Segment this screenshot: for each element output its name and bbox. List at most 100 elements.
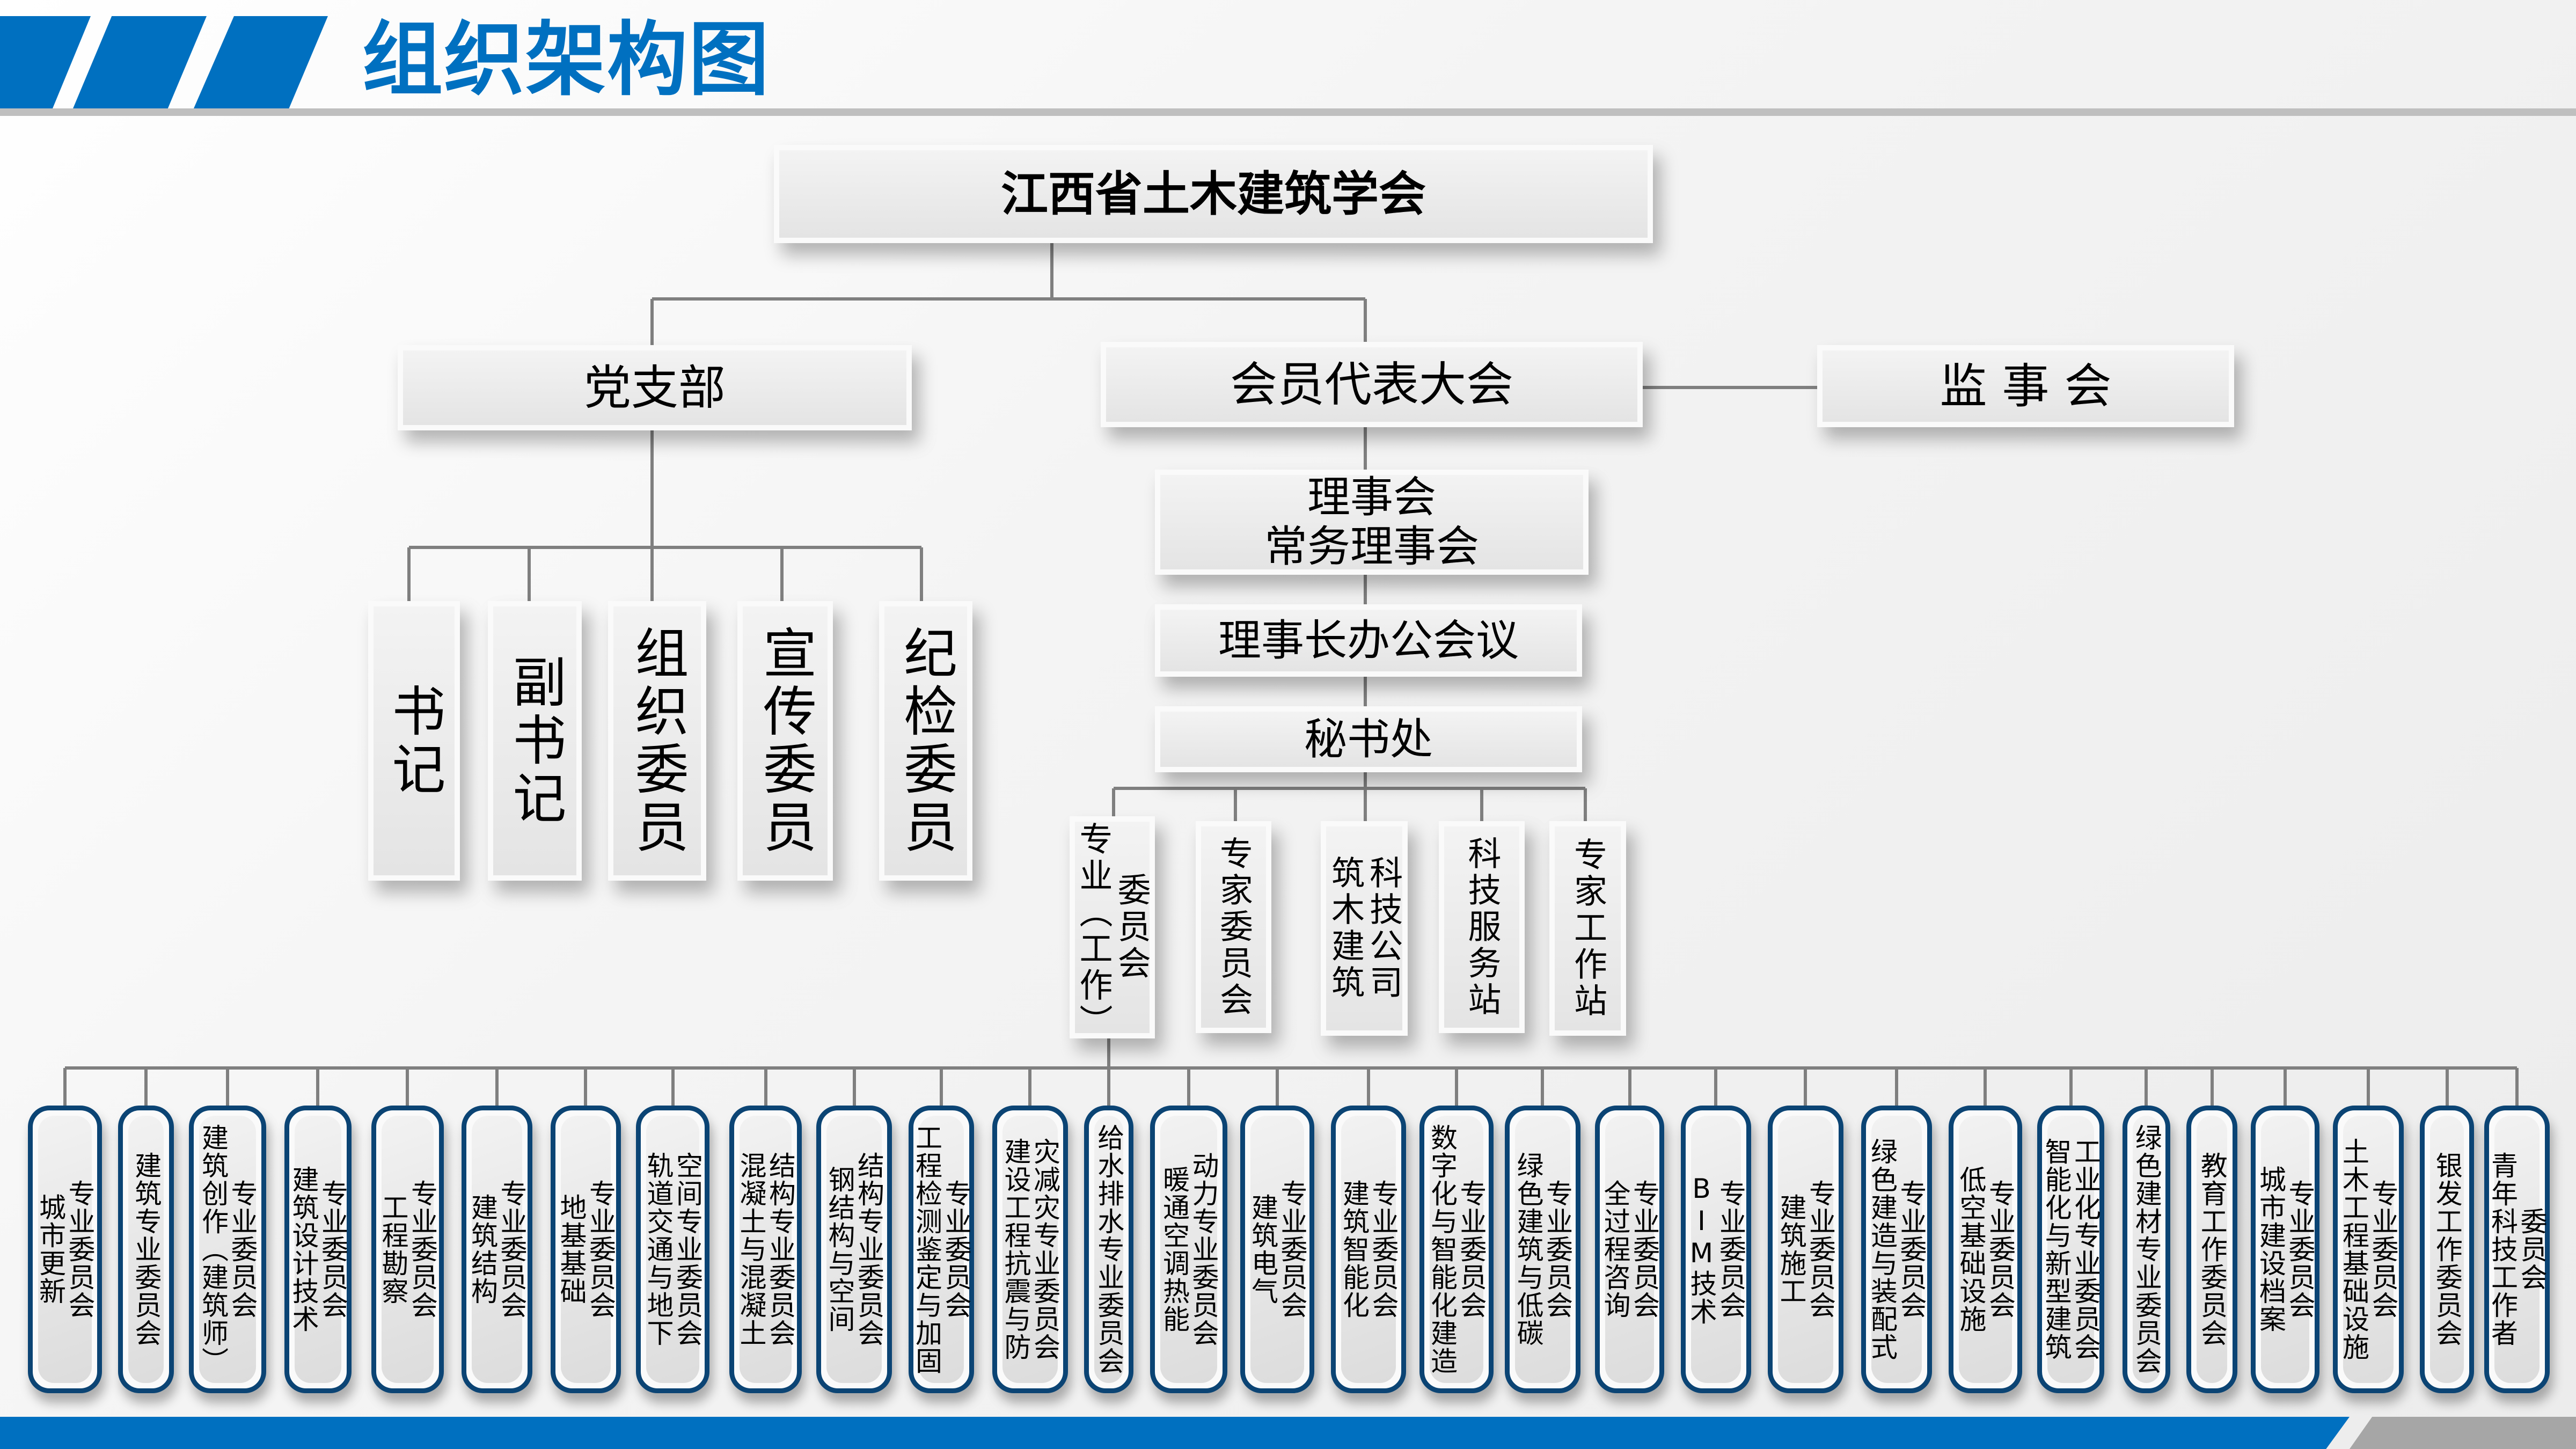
connector-line (65, 1066, 2517, 1070)
label-column: 专家工作站 (1568, 837, 1608, 1020)
party-member-label: 纪检委员 (894, 625, 957, 857)
label-column: 专业委员会 (1985, 1180, 2016, 1319)
connector-line (920, 547, 923, 601)
committee-box[interactable]: 专业委员会土木工程基础设施 (2333, 1106, 2404, 1393)
committee-box[interactable]: 专业委员会城市更新 (28, 1106, 102, 1393)
label-column: 专业委员会 (407, 1180, 438, 1319)
committee-label-area: 给水排水专业委员会 (1093, 1116, 1125, 1383)
connector-line (780, 547, 784, 601)
committee-box[interactable]: 结构专业委员会混凝土与混凝土 (729, 1106, 802, 1393)
committee-box[interactable]: 专业委员会建筑施工 (1768, 1106, 1843, 1393)
president-meeting-box[interactable]: 理事长办公会议 (1155, 604, 1582, 677)
header-stripe (0, 16, 91, 108)
committee-box[interactable]: 专业委员会工程检测鉴定与加固 (909, 1106, 974, 1393)
committee-box[interactable]: 专业委员会城市建设档案 (2251, 1106, 2319, 1393)
committee-box[interactable]: 绿色建材专业委员会 (2123, 1106, 2170, 1393)
org-root-label: 江西省土木建筑学会 (1000, 166, 1426, 222)
committee-label-area: 专业委员会城市更新 (35, 1116, 96, 1383)
label-column: 专业委员会 (1896, 1180, 1927, 1319)
label-column: 委员会 (1111, 873, 1151, 982)
committee-box[interactable]: 结构专业委员会钢结构与空间 (816, 1106, 892, 1393)
label-column: 建筑施工 (1775, 1194, 1807, 1305)
supervisory-board-box[interactable]: 监 事 会 (1817, 345, 2234, 427)
label-column: 城市建设档案 (2255, 1166, 2286, 1333)
label-column: 建筑创作（建筑师） (197, 1124, 229, 1375)
party-member-box[interactable]: 书记 (368, 601, 460, 881)
connector-line (1480, 788, 1483, 821)
committee-box[interactable]: 专业委员会建筑设计技术 (284, 1106, 352, 1393)
committee-box[interactable]: 专业委员会绿色建筑与低碳 (1505, 1106, 1580, 1393)
secretariat-unit-box[interactable]: 委员会专业（工作） (1070, 816, 1155, 1041)
committee-box[interactable]: 教育工作委员会 (2186, 1106, 2237, 1393)
label-column: 暖通空调热能 (1159, 1166, 1190, 1333)
committee-box[interactable]: 专业委员会建筑结构 (462, 1106, 532, 1393)
connector-line (2284, 1068, 2287, 1107)
label-column: 钢结构与空间 (824, 1166, 855, 1333)
label-column: 建筑结构 (467, 1194, 498, 1305)
secretariat-unit-box[interactable]: 科技公司筑木建筑 (1321, 821, 1408, 1036)
party-member-box[interactable]: 纪检委员 (879, 601, 972, 881)
committee-box[interactable]: 委员会青年科技工作者 (2484, 1106, 2550, 1393)
secretariat-box[interactable]: 秘书处 (1155, 706, 1582, 772)
member-congress-label: 会员代表大会 (1230, 356, 1513, 412)
connector-line (2069, 1068, 2073, 1107)
committee-box[interactable]: 专业委员会建筑创作（建筑师） (189, 1106, 266, 1393)
label-column: 灾减灾专业委员会 (1029, 1138, 1060, 1361)
label-column: 工程检测鉴定与加固 (911, 1124, 942, 1375)
connector-line (495, 1068, 499, 1107)
connector-line (144, 1068, 148, 1107)
label-column: 全过程咨询 (1599, 1180, 1631, 1319)
connector-line (1107, 1068, 1110, 1107)
committee-box[interactable]: 专业委员会绿色建造与装配式 (1861, 1106, 1932, 1393)
secretariat-unit-box[interactable]: 科技服务站 (1439, 821, 1525, 1033)
label-column: 动力专业委员会 (1188, 1152, 1219, 1347)
label-column: 建筑智能化 (1338, 1180, 1370, 1319)
label-column: 专业（工作） (1073, 822, 1113, 1041)
label-column: 银发工作委员会 (2431, 1152, 2463, 1347)
committee-box[interactable]: 专业委员会工程勘察 (371, 1106, 444, 1393)
committee-label-area: 专业委员会全过程咨询 (1600, 1116, 1660, 1383)
committee-box[interactable]: 建筑专业委员会 (118, 1106, 174, 1393)
label-column: 青年科技工作者 (2487, 1152, 2518, 1347)
connector-line (1541, 1068, 1544, 1107)
committee-box[interactable]: 空间专业委员会轨道交通与地下 (636, 1106, 709, 1393)
label-column: 城市更新 (35, 1194, 66, 1305)
committee-box[interactable]: 专业委员会全过程咨询 (1595, 1106, 1664, 1393)
label-column: 专业委员会 (496, 1180, 528, 1319)
footer-bar-gray (2350, 1417, 2576, 1449)
label-column: 专业委员会 (317, 1180, 348, 1319)
party-branch-box[interactable]: 党支部 (398, 345, 912, 430)
committee-box[interactable]: 专业委员会建筑电气 (1240, 1106, 1314, 1393)
committee-box[interactable]: 给水排水专业委员会 (1084, 1106, 1133, 1393)
connector-line (1107, 1038, 1110, 1068)
committee-box[interactable]: 专业委员会数字化与智能化建造 (1419, 1106, 1494, 1393)
party-member-box[interactable]: 组织委员 (608, 601, 706, 881)
committee-box[interactable]: 专业委员会地基基础 (551, 1106, 621, 1393)
member-congress-box[interactable]: 会员代表大会 (1101, 342, 1643, 427)
council-box[interactable]: 理事会 常务理事会 (1155, 470, 1589, 575)
label-column: 绿色建材专业委员会 (2131, 1124, 2162, 1375)
committee-label-area: 灾减灾专业委员会建设工程抗震与防 (1000, 1116, 1060, 1383)
secretariat-unit-box[interactable]: 专家工作站 (1549, 821, 1626, 1036)
committee-box[interactable]: 专业委员会建筑智能化 (1331, 1106, 1406, 1393)
connector-line (1367, 1068, 1370, 1107)
committee-box[interactable]: 工业化专业委员会智能化与新型建筑 (2037, 1106, 2104, 1393)
committee-box[interactable]: 银发工作委员会 (2420, 1106, 2474, 1393)
party-member-box[interactable]: 副书记 (488, 601, 582, 881)
committee-label-area: 专业委员会建筑创作（建筑师） (197, 1116, 258, 1383)
label-column: 给水排水专业委员会 (1093, 1124, 1125, 1375)
header-stripe (194, 16, 328, 108)
org-root-box[interactable]: 江西省土木建筑学会 (774, 145, 1653, 243)
committee-label-area: 专业委员会绿色建筑与低碳 (1513, 1116, 1573, 1383)
party-member-box[interactable]: 宣传委员 (737, 601, 833, 881)
supervisory-board-label: 监 事 会 (1940, 358, 2112, 414)
connector-line (1364, 788, 1367, 821)
committee-box[interactable]: 灾减灾专业委员会建设工程抗震与防 (992, 1106, 1068, 1393)
party-member-label: 宣传委员 (753, 625, 817, 857)
label-column: 轨道交通与地下 (642, 1152, 674, 1347)
committee-box[interactable]: 专业委员会低空基础设施 (1949, 1106, 2022, 1393)
secretariat-unit-box[interactable]: 专家委员会 (1196, 821, 1271, 1033)
committee-label-area: 空间专业委员会轨道交通与地下 (642, 1116, 703, 1383)
committee-box[interactable]: 动力专业委员会暖通空调热能 (1150, 1106, 1227, 1393)
